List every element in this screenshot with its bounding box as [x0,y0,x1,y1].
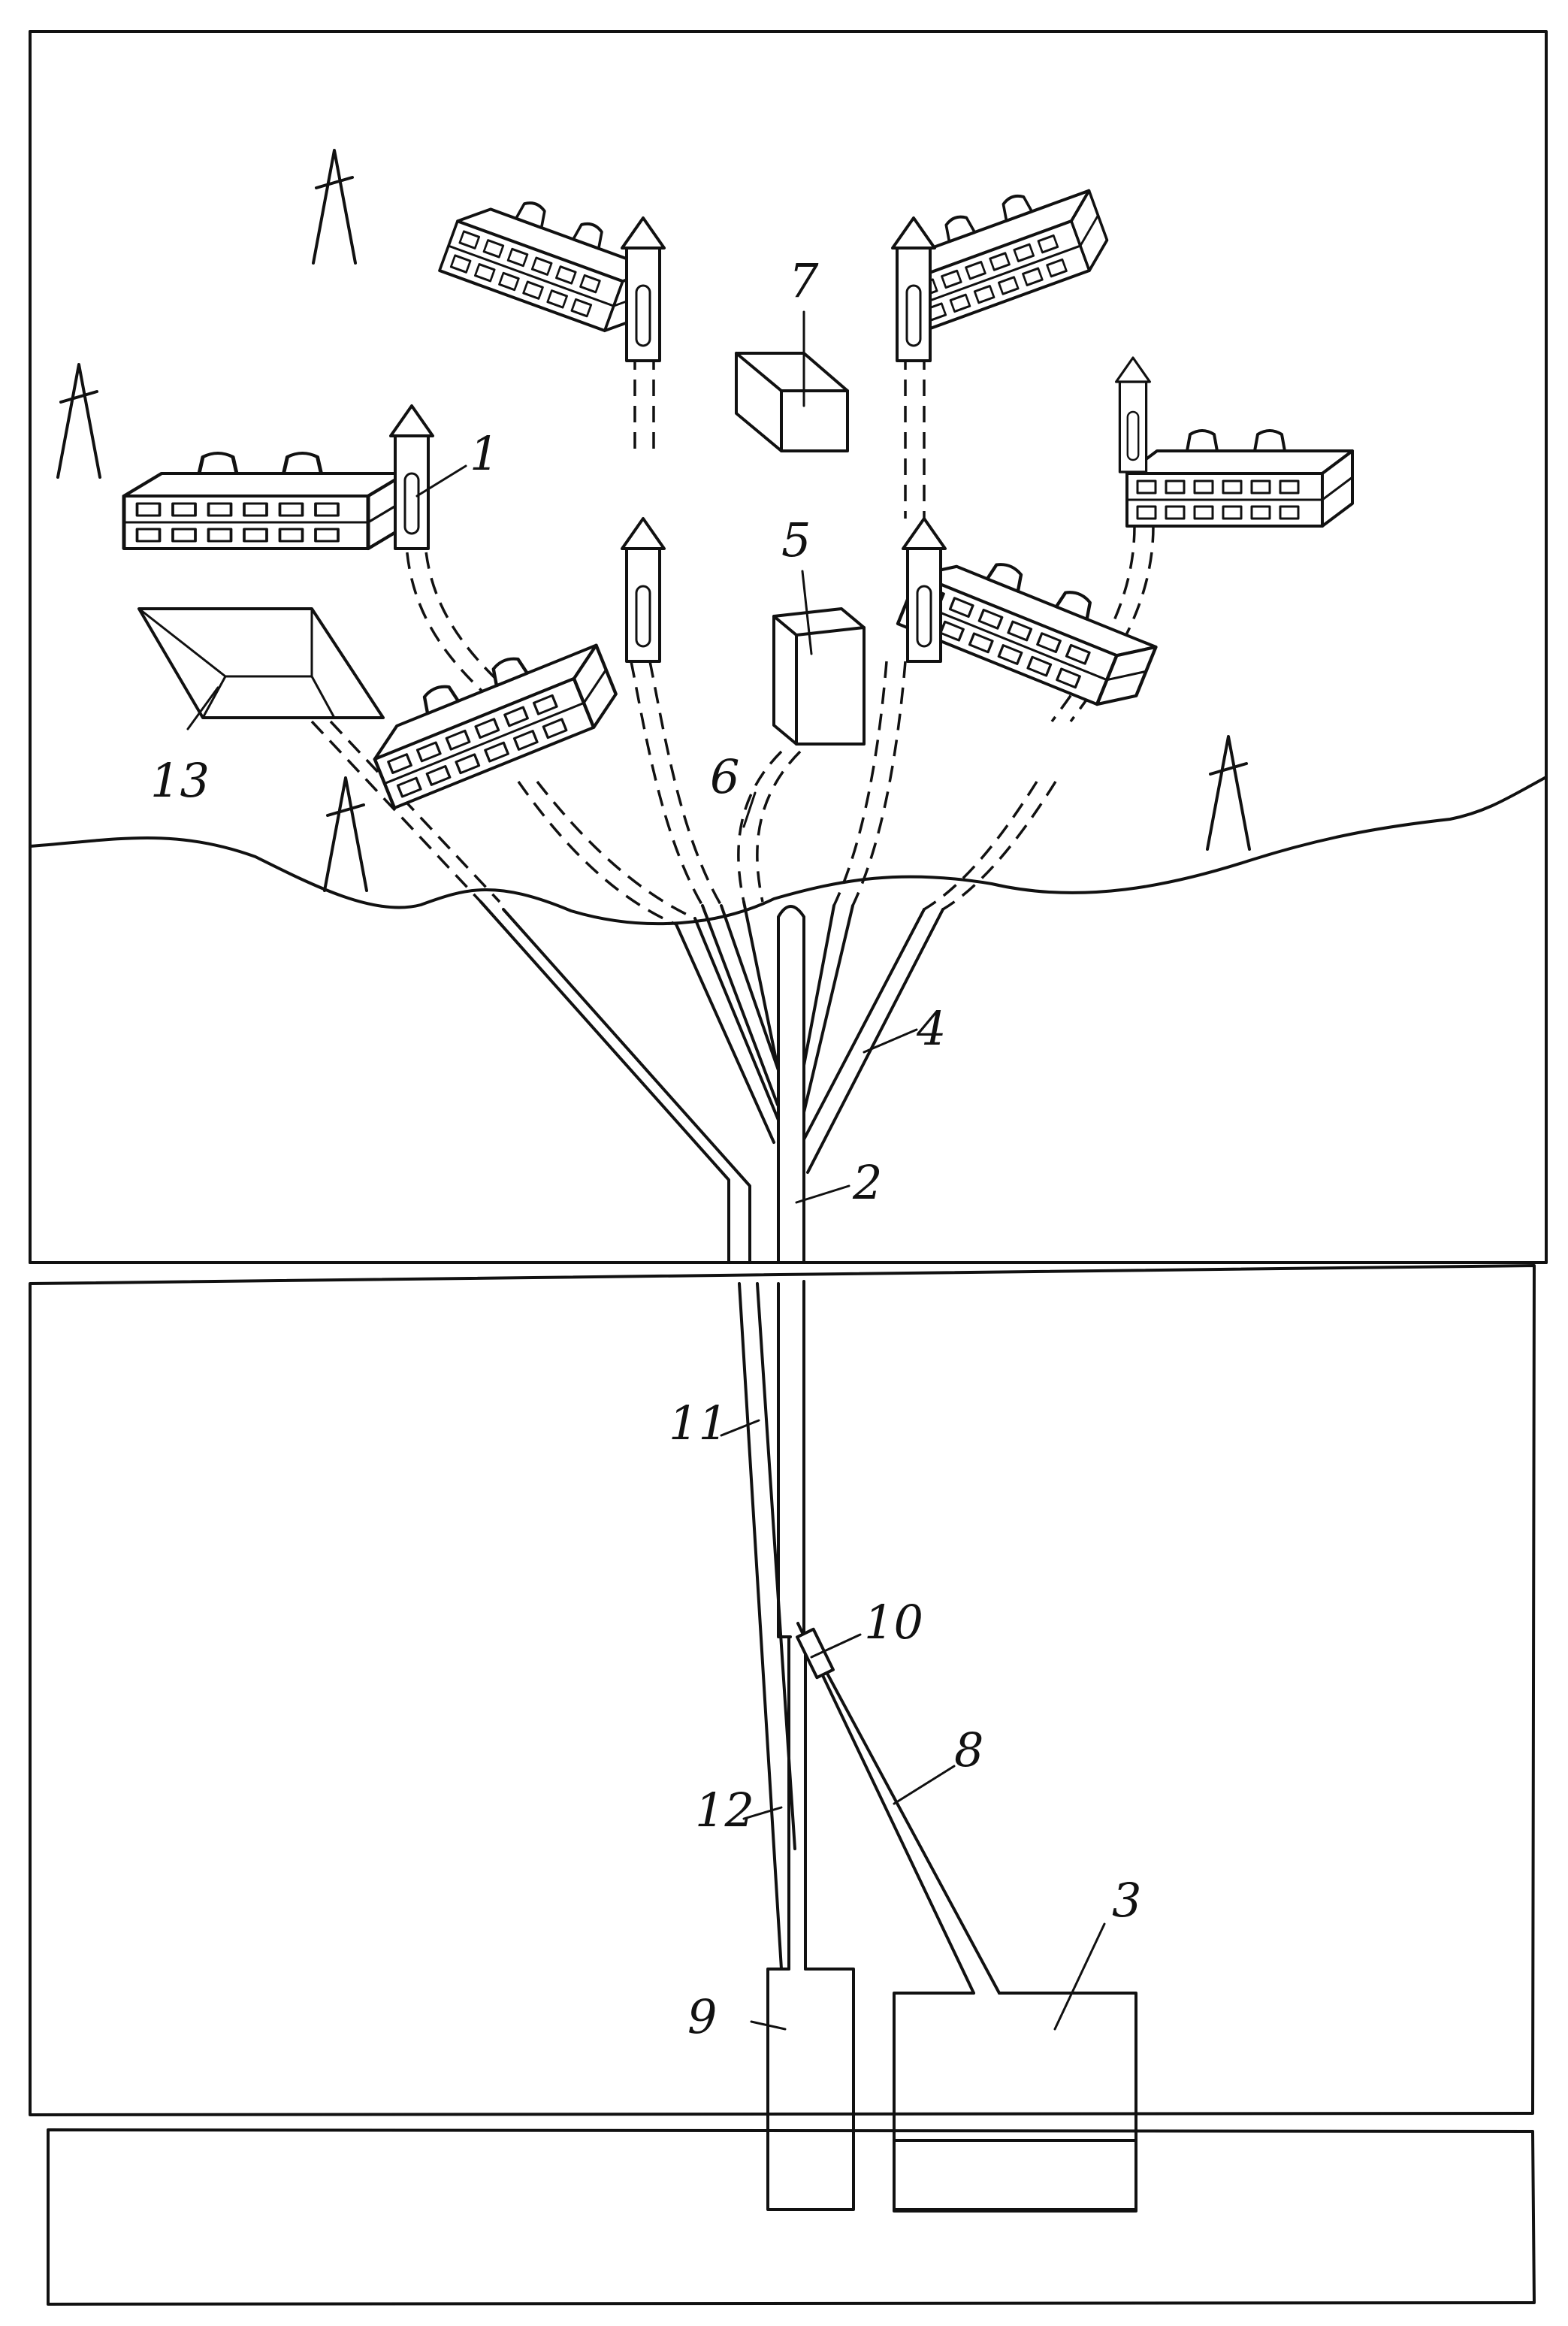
chamber-lower [894,2140,1136,2211]
factory-building-mid-left [358,519,664,808]
label-4: 4 [916,1001,946,1056]
box-7 [736,353,847,451]
label-2: 2 [852,1155,882,1210]
factory-building-top-left [440,181,664,361]
label-8: 8 [954,1723,983,1777]
label-10: 10 [864,1595,923,1650]
label-1: 1 [470,426,499,481]
open-pit [139,609,383,718]
label-6: 6 [710,749,739,804]
label-12: 12 [695,1783,754,1838]
incline-drift [797,1623,999,1993]
factory-building-top-right [892,171,1115,361]
label-5: 5 [781,513,811,567]
factory-building-mid-right [898,519,1164,717]
label-3: 3 [1112,1873,1141,1928]
power-tower-icon [58,364,100,477]
chamber [894,1993,1136,2210]
power-tower-icon [325,778,367,891]
factory-building-right [1116,358,1352,526]
factory-building-left [124,406,433,549]
label-13: 13 [150,753,210,808]
label-7: 7 [789,253,819,308]
label-9: 9 [687,1989,717,2044]
main-shaft [768,906,853,2210]
inclined-shaft [739,1284,795,1969]
power-tower-icon [313,150,355,263]
box-5 [774,609,864,744]
label-11: 11 [669,1396,728,1450]
ground-surface [30,777,1546,924]
power-tower-icon [1207,737,1249,849]
